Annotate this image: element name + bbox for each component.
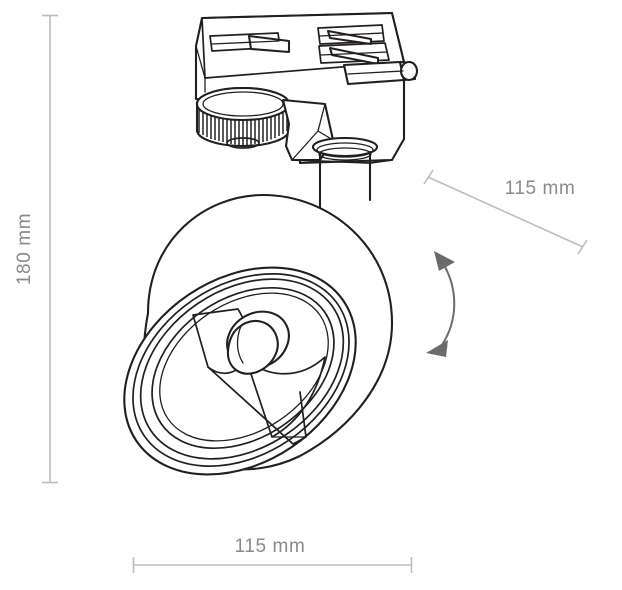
adapter-left-edge [195, 17, 206, 79]
depth-tick-upper [423, 169, 434, 185]
reflector-opening [159, 292, 329, 442]
adapter-lug-line [347, 70, 404, 75]
depth-dimension-line [427, 176, 584, 248]
rotation-adjustment-arrow [426, 251, 456, 357]
dimension-height-180mm: 180 mm [14, 14, 58, 484]
adapter-right-panel [391, 61, 405, 161]
adapter-slot-ru-line [319, 32, 384, 37]
bezel-ring-third [139, 278, 345, 460]
adapter-slot-right-lower [318, 42, 390, 64]
rotation-arrowhead-top [434, 251, 455, 271]
center-lamp-holder [226, 310, 290, 375]
knob-bottom-edge [196, 129, 290, 147]
adapter-contact-left [209, 32, 291, 54]
rotation-arrowhead-bottom [426, 340, 448, 357]
reflector-vane-lower [245, 356, 326, 438]
knob-top-rim [195, 86, 291, 122]
cylindrical-lamp-head [123, 193, 394, 476]
lamp-holder-bulb [226, 319, 279, 375]
depth-tick-lower [577, 239, 588, 255]
depth-dimension-label: 115 mm [505, 178, 576, 199]
bracket-fold-lower [291, 130, 319, 161]
reflector-vane-edge [207, 366, 307, 445]
dimension-depth-115mm: 115 mm [423, 169, 588, 255]
track-adapter [194, 11, 419, 165]
adapter-contact-right-lower [318, 42, 390, 66]
adapter-tab-left [247, 34, 291, 54]
connecting-stem [311, 136, 379, 218]
stem-collar-outer [311, 136, 379, 158]
adapter-slot-left-line [211, 40, 280, 45]
stem-collar-middle [316, 142, 374, 158]
width-dimension-label: 115 mm [235, 536, 306, 557]
height-dimension-label: 180 mm [14, 213, 35, 285]
adapter-slot-right-upper [317, 24, 385, 45]
stem-shaft [318, 150, 372, 218]
dimension-width-115mm: 115 mm [132, 536, 413, 573]
bezel-ring-inner [151, 286, 335, 450]
knurled-locking-knob [195, 86, 291, 149]
knob-center-boss [226, 137, 260, 149]
adapter-side-lug [342, 60, 419, 86]
lamp-holder-seam [236, 325, 244, 364]
rotation-arrow-curve [441, 264, 456, 346]
adapter-slot-rl-line [320, 51, 388, 56]
